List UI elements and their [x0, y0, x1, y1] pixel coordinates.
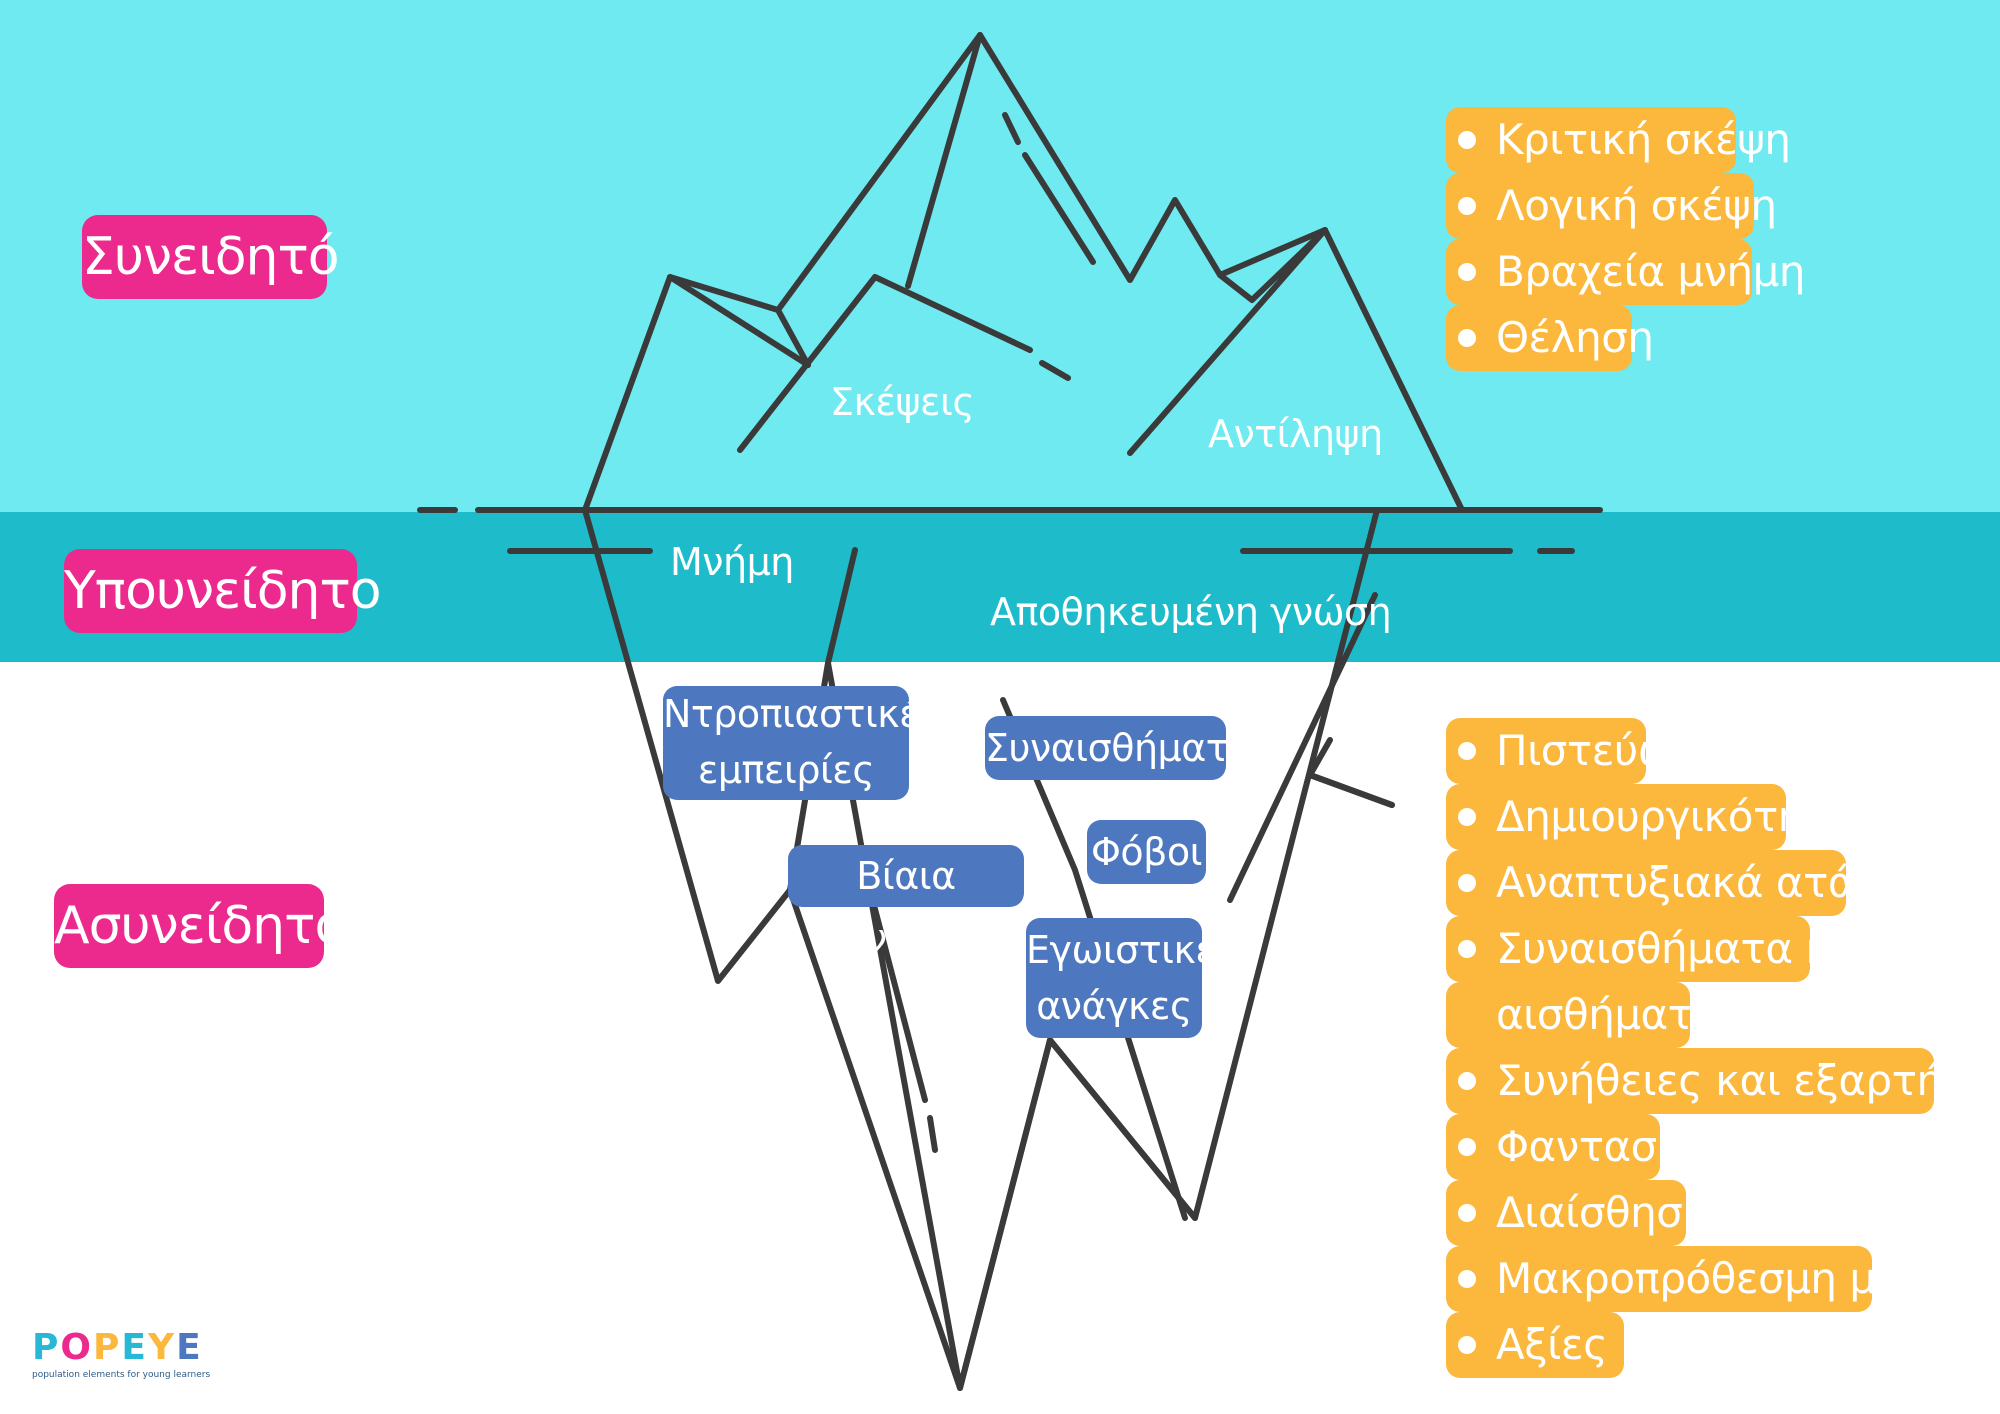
bullet-icon — [1458, 1336, 1476, 1354]
bullet-icon — [1458, 131, 1476, 149]
logo-wordmark: P O P E Y E — [32, 1328, 201, 1368]
box-violent-motives: Βίαια κίνητρα — [788, 845, 1024, 960]
conscious-list-item: Λογική σκέψη — [1446, 173, 1777, 239]
bullet-icon — [1458, 1270, 1476, 1288]
unconscious-list-item: Συναισθήματα και — [1446, 916, 1871, 982]
logo-letter: E — [121, 1327, 146, 1368]
bullet-icon — [1458, 197, 1476, 215]
iceberg-bottom-line-9 — [1307, 772, 1395, 808]
unconscious-list-item: Αξίες — [1446, 1312, 1624, 1378]
iceberg-top-line-9 — [1127, 227, 1328, 456]
level-conscious-label: Συνειδητό — [82, 215, 340, 299]
iceberg-bottom-outline — [582, 507, 1380, 1391]
box-emotions: Συναισθήματα — [985, 716, 1253, 780]
logo-letter: Y — [147, 1327, 175, 1368]
bullet-icon — [1458, 874, 1476, 892]
label-stored-knowledge: Αποθηκευμένη γνώση — [990, 590, 1392, 634]
box-embarrassing-line-1: Ντροπιαστικές — [663, 692, 942, 736]
logo-letter: P — [93, 1327, 120, 1368]
unconscious-list-item: Συνήθειες και εξαρτήσεις — [1446, 1048, 2000, 1114]
iceberg-top-outline — [582, 32, 1465, 513]
label-memory: Μνήμη — [670, 540, 794, 584]
logo-letter: P — [32, 1327, 59, 1368]
iceberg-bottom-line-7 — [1227, 592, 1378, 903]
level-unconscious-label: Ασυνείδητο — [54, 884, 346, 968]
label-perception: Αντίληψη — [1208, 412, 1383, 456]
bullet-icon — [1458, 742, 1476, 760]
bullet-icon — [1458, 263, 1476, 281]
unconscious-list-item: αισθήματα — [1446, 982, 1720, 1048]
unconscious-list-item: Διαίσθηση — [1446, 1180, 1709, 1246]
iceberg-top-line-7 — [1022, 152, 1096, 265]
unconscious-list-item: Δημιουργικότητα — [1446, 784, 1856, 850]
logo-tagline: population elements for young learners — [32, 1370, 211, 1380]
conscious-list-item: Κριτική σκέψη — [1446, 107, 1791, 173]
logo-letter: E — [176, 1327, 201, 1368]
iceberg-bottom-line-3 — [867, 887, 928, 1103]
iceberg-bottom-line-8 — [1307, 737, 1395, 808]
box-selfish-needs: Εγωιστικές ανάγκες — [1026, 918, 1238, 1038]
unconscious-list-item: Μακροπρόθεσμη μνήμη — [1446, 1246, 1978, 1312]
box-selfish-line-2: ανάγκες — [1036, 984, 1192, 1028]
label-thoughts: Σκέψεις — [830, 380, 975, 424]
iceberg-bottom-line-6 — [1047, 1037, 1198, 1221]
popeye-logo: P O P E Y E population elements for youn… — [32, 1328, 232, 1388]
level-subconscious-label: Υπουνείδητο — [64, 549, 382, 633]
box-fears: Φόβοι — [1087, 820, 1206, 884]
bullet-icon — [1458, 329, 1476, 347]
bullet-icon — [1458, 1138, 1476, 1156]
iceberg-top-line-2 — [775, 307, 811, 368]
logo-letter: O — [60, 1327, 91, 1368]
unconscious-list-item: Φαντασία — [1446, 1114, 1698, 1180]
iceberg-bottom-line-4 — [927, 1115, 938, 1153]
iceberg-bottom-line-2 — [787, 887, 1053, 1391]
iceberg-bottom-line-1 — [825, 547, 858, 666]
iceberg-top-line-4 — [1039, 360, 1071, 381]
bullet-icon — [1458, 940, 1476, 958]
box-embarrassing-line-2: εμπειρίες — [697, 748, 875, 792]
iceberg-top-line-1 — [667, 274, 811, 368]
bullet-icon — [1458, 1204, 1476, 1222]
conscious-list-item: Θέληση — [1446, 305, 1654, 371]
unconscious-list-item: Αναπτυξιακά ατάδια — [1446, 850, 1922, 916]
iceberg-top-line-3 — [737, 274, 1033, 453]
bullet-icon — [1458, 1072, 1476, 1090]
box-selfish-line-1: Εγωιστικές — [1026, 928, 1238, 972]
conscious-list-item: Βραχεία μνήμη — [1446, 239, 1806, 305]
box-embarrassing-experiences: Ντροπιαστικές εμπειρίες — [663, 686, 942, 800]
bullet-icon — [1458, 808, 1476, 826]
iceberg-top-line-5 — [905, 32, 983, 289]
iceberg-top-line-6 — [1002, 112, 1021, 145]
unconscious-list-item: Πιστεύω — [1446, 718, 1673, 784]
